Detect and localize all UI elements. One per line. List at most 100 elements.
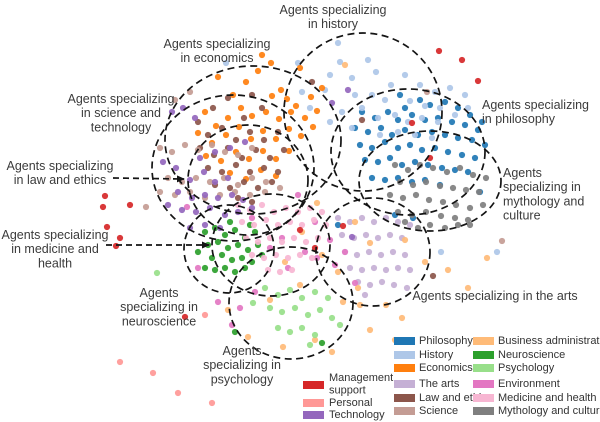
point-medicine-and-health [264,266,272,274]
point-philosophy [468,136,476,144]
point-science [262,178,270,186]
point-neuroscience [218,251,226,259]
cluster-label-line: Agents specializing [1,228,108,242]
point-psychology [278,308,286,316]
point-management-support [112,242,120,250]
cluster-ellipse-law-ethics [187,124,309,236]
point-economics [217,157,225,165]
legend-label-business-administration: Business administration [498,335,600,347]
legend-item-philosophy: Philosophy [394,335,473,347]
point-psychology [304,311,312,319]
point-history [351,91,359,99]
legend-swatch-neuroscience [473,351,494,359]
point-personal [201,311,209,319]
point-economics [313,107,321,115]
point-history [364,56,372,64]
cluster-label-line: in history [308,17,359,31]
point-personal [116,358,124,366]
point-economics [254,67,262,75]
cluster-label-line: Agents specializing in the arts [412,289,577,303]
point-science [181,141,189,149]
point-philosophy [411,158,419,166]
point-philosophy [441,98,449,106]
point-history [401,71,409,79]
point-business-administration [354,284,362,292]
point-the-arts [361,291,369,299]
point-personal [149,369,157,377]
series-personal [116,311,216,407]
legend-label-personal: Personal [329,397,372,409]
point-economics [297,132,305,140]
legend-item-technology: Technology [303,409,385,421]
point-law-and-ethics [280,146,288,154]
point-law-and-ethics [226,184,234,192]
point-mythology-and-culture [437,212,445,220]
point-philosophy [396,91,404,99]
legend-swatch-the-arts [394,380,415,388]
point-the-arts [370,264,378,272]
point-business-administration [401,236,409,244]
point-history [391,111,399,119]
point-personal [208,399,216,407]
point-technology [226,144,234,152]
cluster-label-line: Agents specializing [482,98,589,112]
point-technology [211,148,219,156]
point-law-and-ethics [260,136,268,144]
point-philosophy [454,134,462,142]
point-medicine-and-health [290,234,298,242]
point-economics [292,102,300,110]
point-the-arts [386,231,394,239]
legend-item-history: History [394,349,454,361]
point-management-support [296,226,304,234]
point-business-administration [279,343,287,351]
point-technology [178,206,186,214]
point-business-administration [398,314,406,322]
point-business-administration [334,268,342,276]
point-economics [259,147,267,155]
point-economics [235,123,243,131]
point-neuroscience [231,226,239,234]
cluster-ellipse-science-technology [151,94,315,242]
series-psychology [153,269,344,349]
point-the-arts [374,234,382,242]
point-philosophy [478,118,486,126]
point-technology [192,208,200,216]
point-technology [201,221,209,229]
point-economics [272,135,280,143]
point-philosophy [386,154,394,162]
legend-label-management-support: Management [329,372,393,384]
point-neuroscience [211,266,219,274]
point-psychology [298,324,306,332]
point-history [298,88,306,96]
cluster-label-line: Agents specializing [67,92,174,106]
cluster-ellipse-the-arts [315,197,431,307]
point-management-support [103,223,111,231]
point-science [192,174,200,182]
point-business-administration [328,348,336,356]
point-mythology-and-culture [443,168,451,176]
point-philosophy [381,176,389,184]
point-psychology [261,284,269,292]
point-history [348,74,356,82]
point-mythology-and-culture [404,166,412,174]
point-economics [301,114,309,122]
series-business-administration [224,61,491,356]
point-technology [196,154,204,162]
point-psychology [266,304,274,312]
legend-swatch-mythology-and-culture [473,407,494,415]
legend-swatch-history [394,351,415,359]
point-philosophy [408,111,416,119]
point-mythology-and-culture [449,184,457,192]
legend-label-technology: Technology [329,409,385,421]
legend-label-economics: Economics [419,362,473,374]
point-neuroscience [318,339,326,347]
point-technology [241,138,249,146]
point-science [171,96,179,104]
point-neuroscience [201,228,209,236]
point-neuroscience [231,268,239,276]
point-management-support [99,203,107,211]
